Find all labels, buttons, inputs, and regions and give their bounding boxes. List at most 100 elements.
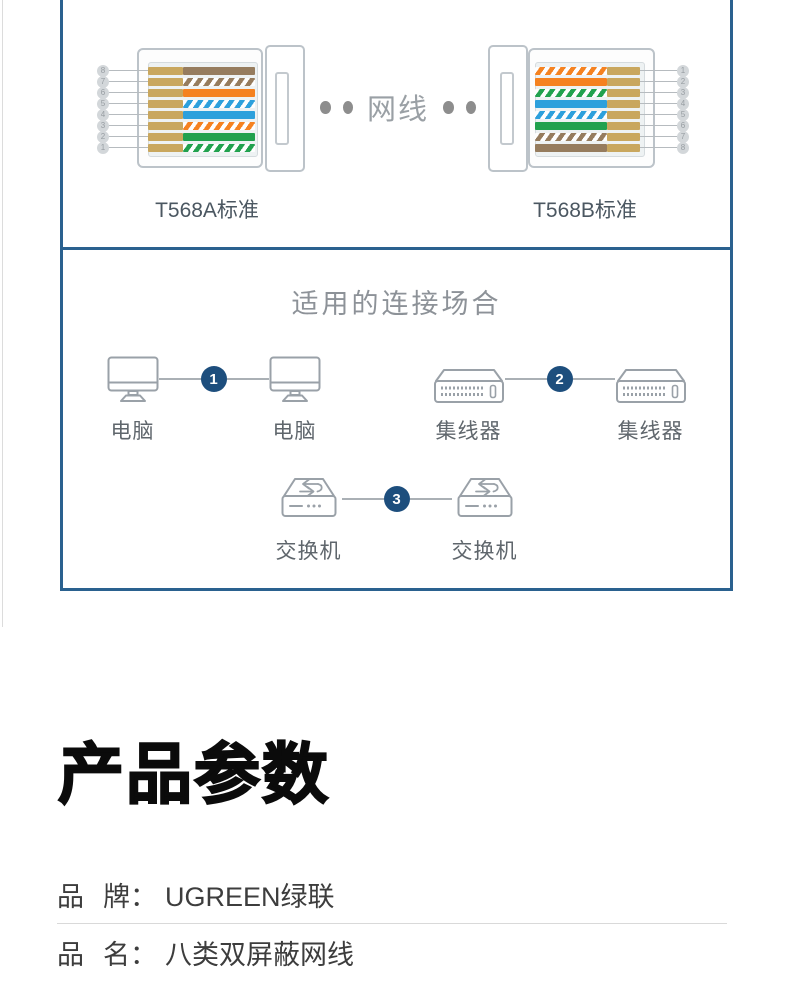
connection-link: 1 (158, 366, 269, 392)
wire-row: 8 (535, 141, 689, 154)
pin-leader-line (640, 147, 677, 148)
pin-number: 8 (97, 64, 109, 77)
wire-contact-segment (607, 132, 640, 141)
connection-link: 3 (341, 486, 452, 512)
spec-label-part: 牌： (103, 882, 157, 912)
wire-color-segment-orange (535, 77, 607, 86)
numbered-badge: 1 (200, 366, 227, 392)
wire-row: 4 (97, 108, 255, 121)
pin-number: 4 (97, 108, 109, 121)
wire-contact-segment (607, 110, 640, 119)
scenarios-row-2: 交换机 3 交换机 (276, 474, 518, 565)
wire-color-segment-orange (183, 88, 255, 97)
wire-contact-segment (607, 121, 640, 130)
wire-row: 4 (535, 97, 689, 110)
hub-icon (615, 354, 687, 404)
device-computer: 电脑 (107, 354, 159, 445)
computer-icon (107, 354, 159, 404)
spec-label: 品牌： (57, 875, 157, 914)
wire-contact-segment (607, 77, 640, 86)
connection-line (341, 498, 384, 500)
pin-leader-line (640, 92, 677, 93)
wire-color-segment-white-brown (535, 132, 607, 141)
spec-label-part: 品 (57, 882, 84, 912)
pin-leader-line (109, 103, 148, 104)
pin-leader-line (640, 125, 677, 126)
wire-contact-segment (148, 66, 183, 75)
wire-row: 1 (535, 64, 689, 77)
wire-color-segment-blue (535, 99, 607, 108)
pin-number: 6 (97, 86, 109, 99)
device-switch: 交换机 (276, 474, 342, 565)
wire-color-segment-white-green (535, 88, 607, 97)
wire-row: 2 (97, 130, 255, 143)
device-hub: 集线器 (615, 354, 687, 445)
connection-line (504, 378, 547, 380)
computer-icon (269, 354, 321, 404)
wire-row: 5 (535, 108, 689, 121)
wire-color-segment-white-orange (535, 66, 607, 75)
spec-row: 品名：八类双屏蔽网线 (57, 924, 727, 981)
wire-color-segment-white-blue (183, 99, 255, 108)
pin-number: 1 (97, 141, 109, 154)
pin-leader-line (109, 81, 148, 82)
wire-contact-segment (607, 99, 640, 108)
pin-leader-line (640, 103, 677, 104)
wire-color-segment-white-brown (183, 77, 255, 86)
device-hub: 集线器 (433, 354, 505, 445)
wire-contact-segment (148, 132, 183, 141)
pin-leader-line (640, 70, 677, 71)
cable-label: 网线 (367, 94, 430, 126)
wire-row: 6 (535, 119, 689, 132)
pin-number: 5 (677, 108, 689, 121)
pin-leader-line (109, 136, 148, 137)
connection-line (226, 378, 269, 380)
pin-leader-line (640, 114, 677, 115)
wire-color-segment-white-green (183, 143, 255, 152)
connection-line (409, 498, 452, 500)
t568b-label: T568B标准 (533, 199, 637, 222)
connection-group-1: 电脑 1 电脑 (107, 354, 321, 445)
connector-boot-slot (275, 72, 289, 145)
cable-dot-icon (342, 100, 353, 114)
device-computer: 电脑 (269, 354, 321, 445)
spec-value: UGREEN绿联 (165, 882, 335, 912)
connection-line (158, 378, 201, 380)
device-label: 交换机 (275, 540, 342, 563)
cable-dot-icon (443, 100, 454, 114)
pin-number: 4 (677, 97, 689, 110)
scenarios-title: 适用的连接场合 (291, 289, 502, 319)
wire-color-segment-brown (183, 66, 255, 75)
wire-contact-segment (148, 77, 183, 86)
pin-leader-line (109, 125, 148, 126)
wire-contact-segment (148, 88, 183, 97)
switch-icon (456, 474, 514, 524)
pin-number: 8 (677, 141, 689, 154)
pin-number: 5 (97, 97, 109, 110)
t568a-label: T568A标准 (155, 199, 259, 222)
device-label: 集线器 (617, 420, 684, 443)
wire-row: 3 (535, 86, 689, 99)
wire-contact-segment (607, 88, 640, 97)
pin-number: 6 (677, 119, 689, 132)
wire-contact-segment (148, 143, 183, 152)
connection-line (572, 378, 615, 380)
switch-icon (280, 474, 338, 524)
wire-row: 5 (97, 97, 255, 110)
pin-leader-line (109, 70, 148, 71)
wire-row: 3 (97, 119, 255, 132)
cable-dot-icon (465, 100, 477, 114)
wire-row: 1 (97, 141, 255, 154)
wire-contact-segment (148, 110, 183, 119)
wire-color-segment-blue (183, 110, 255, 119)
device-label: 交换机 (451, 540, 518, 563)
pin-number: 1 (677, 64, 689, 77)
wire-contact-segment (607, 66, 640, 75)
